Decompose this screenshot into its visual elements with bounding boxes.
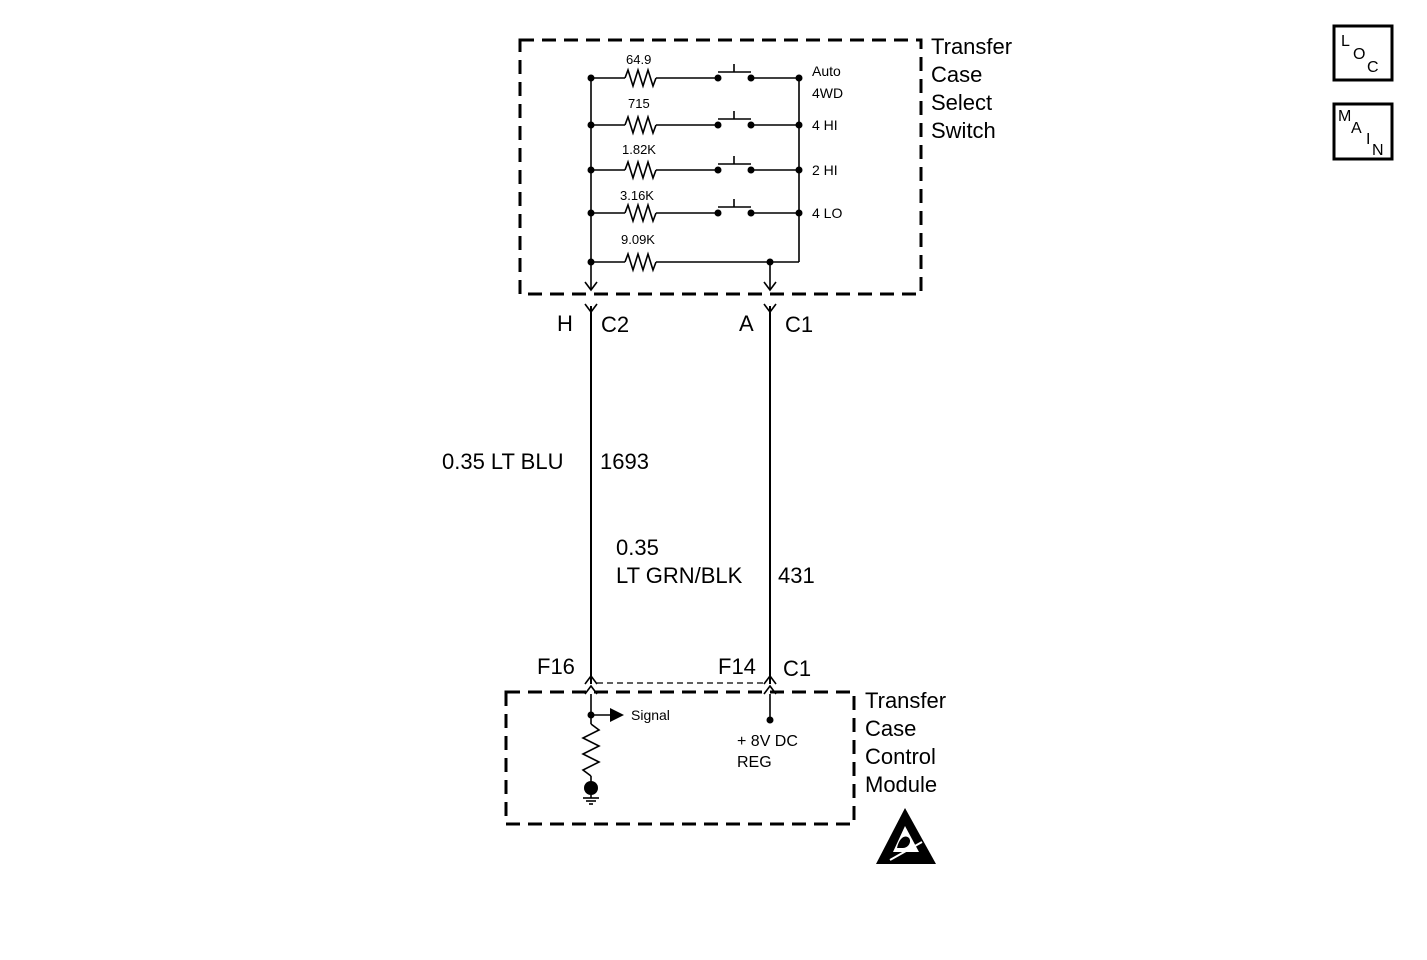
- resistor-value-1: 64.9: [626, 52, 651, 67]
- esd-warning-icon: [876, 808, 936, 864]
- switch-row-4lo: 3.16K 4 LO: [587, 188, 842, 224]
- position-label-4wd: 4WD: [812, 85, 843, 101]
- switch-title-line-3: Select: [931, 90, 992, 115]
- main-button[interactable]: M A I N: [1332, 102, 1394, 161]
- top-connector-h: H C2: [557, 281, 629, 337]
- select-switch: 64.9 Auto 4WD 715 4 HI: [518, 34, 1012, 296]
- connector-c1-top-label: C1: [785, 312, 813, 337]
- voltage-label-line-1: + 8V DC: [737, 733, 798, 750]
- position-label-4hi: 4 HI: [812, 117, 838, 133]
- wire-431: 0.35 LT GRN/BLK 431: [616, 306, 815, 684]
- main-letter-m: M: [1338, 108, 1351, 125]
- connector-c2-label: C2: [601, 312, 629, 337]
- pin-h-label: H: [557, 311, 573, 336]
- connector-c1-bottom-label: C1: [783, 656, 811, 681]
- main-letter-n: N: [1372, 142, 1384, 159]
- main-letter-a: A: [1351, 120, 1362, 137]
- wire-1693-circuit: 1693: [600, 449, 649, 474]
- resistor-value-2: 715: [628, 96, 650, 111]
- position-label-2hi: 2 HI: [812, 162, 838, 178]
- main-letter-i: I: [1366, 131, 1370, 148]
- resistor-value-3: 1.82K: [622, 142, 656, 157]
- wire-431-color-label: LT GRN/BLK: [616, 563, 743, 588]
- voltage-label-line-2: REG: [737, 754, 772, 771]
- switch-housing: [518, 38, 923, 296]
- switch-title-line-2: Case: [931, 62, 982, 87]
- loc-letter-l: L: [1341, 33, 1350, 50]
- bottom-connector-f16: F16: [537, 654, 598, 695]
- resistor-value-4: 3.16K: [620, 188, 654, 203]
- control-module: Signal + 8V DC REG Transfer Case Control…: [504, 688, 946, 826]
- module-title-line-2: Case: [865, 716, 916, 741]
- bottom-connector-f14: F14 C1: [718, 654, 811, 695]
- wire-431-gauge: 0.35: [616, 535, 659, 560]
- wire-1693-color-label: 0.35 LT BLU: [442, 449, 563, 474]
- switch-row-4hi: 715 4 HI: [587, 96, 838, 136]
- wire-1693: 0.35 LT BLU 1693: [442, 306, 649, 684]
- module-title-line-4: Module: [865, 772, 937, 797]
- loc-button[interactable]: L O C: [1332, 24, 1394, 82]
- pin-f16-label: F16: [537, 654, 575, 679]
- switch-title-line-4: Switch: [931, 118, 996, 143]
- module-title-line-3: Control: [865, 744, 936, 769]
- pin-f14-label: F14: [718, 654, 756, 679]
- resistor-value-5: 9.09K: [621, 232, 655, 247]
- wire-431-circuit: 431: [778, 563, 815, 588]
- module-housing: [504, 690, 856, 826]
- top-connector-a: A C1: [739, 281, 813, 337]
- switch-title-line-1: Transfer: [931, 34, 1012, 59]
- position-label-auto: Auto: [812, 63, 841, 79]
- signal-arrow-icon: [610, 708, 624, 722]
- ground-icon: [583, 781, 599, 805]
- module-title-line-1: Transfer: [865, 688, 946, 713]
- position-label-4lo: 4 LO: [812, 205, 842, 221]
- switch-row-auto-4wd: 64.9 Auto 4WD: [587, 52, 843, 101]
- switch-row-base-resistor: 9.09K: [587, 232, 799, 290]
- switch-row-2hi: 1.82K 2 HI: [587, 142, 838, 181]
- loc-letter-o: O: [1353, 46, 1365, 63]
- signal-label: Signal: [631, 707, 670, 723]
- loc-letter-c: C: [1367, 59, 1379, 76]
- pin-a-label: A: [739, 311, 754, 336]
